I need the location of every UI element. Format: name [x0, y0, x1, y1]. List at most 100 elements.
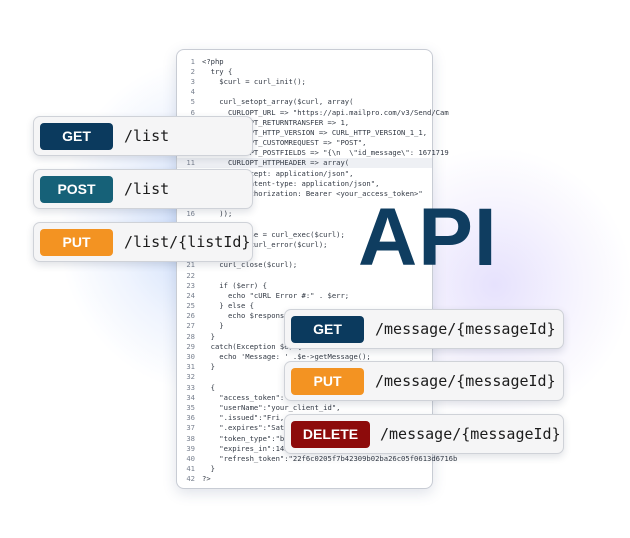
- code-line: 30 echo 'Message: ' .$e->getMessage();: [177, 351, 432, 361]
- code-text: ".expires":"Sat, 2: [202, 423, 298, 433]
- line-number: 23: [186, 280, 195, 290]
- code-line: 16 ));: [177, 209, 432, 219]
- line-number: 31: [186, 362, 195, 372]
- endpoint-path: /list/{listId}: [124, 233, 251, 251]
- line-number: 40: [186, 453, 195, 463]
- code-line: 39 "expires_in":14399: [177, 443, 432, 453]
- code-text: "token_type":"beare: [202, 433, 302, 443]
- code-text: CURLOPT_POSTFIELDS => "{\n \"id_message\…: [202, 148, 449, 158]
- code-text: CURLOPT_RETURNTRANSFER => 1,: [202, 117, 350, 127]
- code-line: 22: [177, 270, 432, 280]
- code-line: 41 }: [177, 464, 432, 474]
- api-heading: API: [358, 192, 498, 283]
- code-text: "access_token":"4MI: [202, 392, 302, 402]
- endpoint-path: /list: [124, 127, 170, 145]
- line-number: 21: [186, 260, 195, 270]
- endpoint-get-list[interactable]: GET /list: [33, 116, 253, 156]
- endpoint-delete-message[interactable]: DELETE /message/{messageId}: [284, 414, 564, 454]
- line-number: 32: [186, 372, 195, 382]
- code-line: 1<?php: [177, 56, 432, 66]
- method-badge-put: PUT: [40, 228, 113, 256]
- code-line: 40 "refresh_token":"22f6c0205f7b42309b02…: [177, 453, 457, 463]
- line-number: 16: [186, 209, 195, 219]
- line-number: 4: [190, 87, 195, 97]
- line-number: 27: [186, 321, 195, 331]
- code-text: ".issued":"Fri, 20: [202, 413, 298, 423]
- code-line: 23 if ($err) {: [177, 280, 432, 290]
- code-line: 11 CURLOPT_HTTPHEADER => array(: [177, 157, 432, 169]
- endpoint-path: /message/{messageId}: [375, 372, 556, 390]
- code-line: 5 curl_setopt_array($curl, array(: [177, 97, 432, 107]
- code-text: echo "cURL Error #:" . $err;: [202, 290, 350, 300]
- code-line: 38 "token_type":"beare: [177, 433, 432, 443]
- code-line: 27 }: [177, 321, 432, 331]
- endpoint-put-list-id[interactable]: PUT /list/{listId}: [33, 222, 253, 262]
- code-text: "expires_in":14399: [202, 443, 298, 453]
- line-number: 38: [186, 433, 195, 443]
- line-number: 35: [186, 402, 195, 412]
- code-line: 35 "userName":"your_client_id",: [177, 402, 432, 412]
- line-number: 25: [186, 301, 195, 311]
- line-number: 29: [186, 341, 195, 351]
- code-text: curl_setopt_array($curl, array(: [202, 97, 354, 107]
- code-text: CURLOPT_HTTP_VERSION => CURL_HTTP_VERSIO…: [202, 127, 428, 137]
- code-text: echo 'Message: ' .$e->getMessage();: [202, 352, 371, 362]
- line-number: 36: [186, 413, 195, 423]
- line-number: 41: [186, 464, 195, 474]
- method-badge-get: GET: [40, 122, 113, 150]
- line-number: 33: [186, 382, 195, 392]
- code-text: ));: [202, 209, 233, 219]
- code-line: 4: [177, 87, 432, 97]
- code-text: }: [202, 331, 215, 341]
- code-text: if ($err) {: [202, 280, 267, 290]
- line-number: 30: [186, 352, 195, 362]
- line-number: 22: [186, 270, 195, 280]
- line-number: 1: [190, 56, 195, 66]
- code-text: CURLOPT_CUSTOMREQUEST => "POST",: [202, 138, 367, 148]
- code-line: 6 CURLOPT_URL => "https://api.mailpro.co…: [177, 107, 449, 117]
- code-text: CURLOPT_URL => "https://api.mailpro.com/…: [202, 107, 449, 117]
- code-line: 33 {: [177, 382, 432, 392]
- line-number: 34: [186, 392, 195, 402]
- code-text: CURLOPT_HTTPHEADER => array(: [202, 158, 350, 168]
- code-line: 28 }: [177, 331, 432, 341]
- method-badge-put: PUT: [291, 367, 364, 395]
- code-text: }: [202, 362, 215, 372]
- code-text: echo $response;: [202, 311, 293, 321]
- line-number: 6: [190, 107, 195, 117]
- endpoint-get-message[interactable]: GET /message/{messageId}: [284, 309, 564, 349]
- line-number: 26: [186, 311, 195, 321]
- line-number: 24: [186, 290, 195, 300]
- code-line: 24 echo "cURL Error #:" . $err;: [177, 290, 432, 300]
- code-text: "userName":"your_client_id",: [202, 402, 341, 412]
- code-text: }: [202, 321, 224, 331]
- line-number: 42: [186, 474, 195, 484]
- code-text: }: [202, 464, 215, 474]
- code-line: 32: [177, 372, 432, 382]
- code-line: 31 }: [177, 362, 432, 372]
- code-text: curl_close($curl);: [202, 260, 298, 270]
- endpoint-path: /list: [124, 180, 170, 198]
- line-number: 28: [186, 331, 195, 341]
- code-line: 3 $curl = curl_init();: [177, 76, 432, 86]
- code-line: 26 echo $response;: [177, 311, 432, 321]
- code-line: 34 "access_token":"4MI: [177, 392, 432, 402]
- line-number: 2: [190, 66, 195, 76]
- endpoint-put-message[interactable]: PUT /message/{messageId}: [284, 361, 564, 401]
- endpoint-path: /message/{messageId}: [380, 425, 561, 443]
- code-text: {: [202, 382, 215, 392]
- code-text: "Authorization: Bearer <your_access_toke…: [202, 189, 423, 199]
- code-text: try {: [202, 66, 233, 76]
- code-text: } else {: [202, 301, 254, 311]
- code-line: 25 } else {: [177, 301, 432, 311]
- endpoint-path: /message/{messageId}: [375, 320, 556, 338]
- method-badge-get: GET: [291, 315, 364, 343]
- line-number: 5: [190, 97, 195, 107]
- line-number: 37: [186, 423, 195, 433]
- line-number: 39: [186, 443, 195, 453]
- code-line: 2 try {: [177, 66, 432, 76]
- endpoint-post-list[interactable]: POST /list: [33, 169, 253, 209]
- code-text: ?>: [202, 474, 211, 484]
- code-text: "Accept: application/json",: [202, 168, 354, 178]
